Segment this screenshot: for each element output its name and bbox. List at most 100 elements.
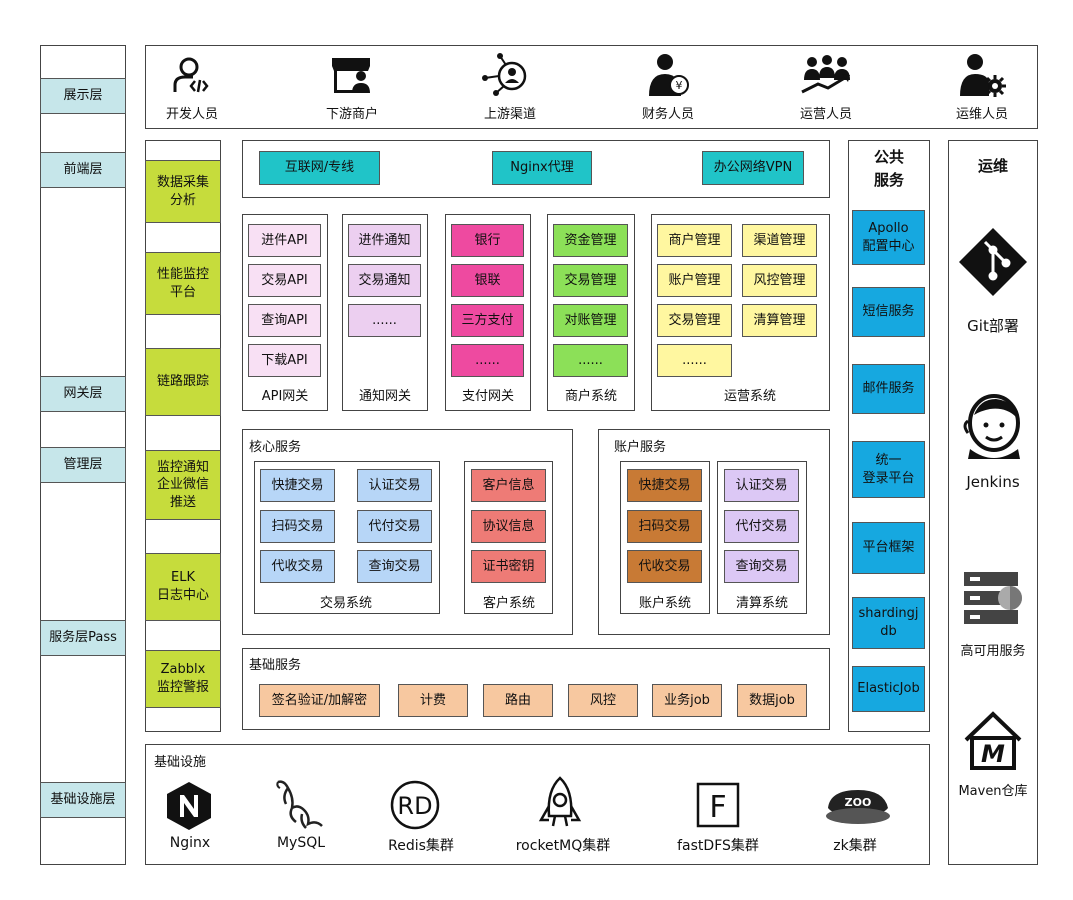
- api-gateway-label: API网关: [261, 389, 309, 404]
- gateway-item: 银行: [451, 224, 524, 257]
- mysql-dolphin-icon: [276, 780, 323, 829]
- data-collection-analysis: 数据采集 分析: [145, 160, 221, 223]
- merchant-item: 对账管理: [553, 304, 628, 337]
- gateway-item: 三方支付: [451, 304, 524, 337]
- high-availability-label: 高可用服务: [960, 644, 1026, 659]
- gateway-item: 下载API: [248, 344, 321, 377]
- git-icon: [959, 228, 1027, 296]
- account-item: 代收交易: [627, 550, 702, 583]
- trade-item: 查询交易: [357, 550, 432, 583]
- git-deploy-label: Git部署: [967, 317, 1019, 335]
- gateway-item: ......: [451, 344, 524, 377]
- merchant-item: ......: [553, 344, 628, 377]
- basic-item: 签名验证/加解密: [259, 684, 380, 717]
- devops-title: 运维: [977, 157, 1008, 175]
- clearing-system-label: 清算系统: [735, 596, 789, 611]
- layer-infrastructure: 基础设施层: [40, 782, 126, 818]
- basic-item: 路由: [483, 684, 553, 717]
- svg-text:ZOO: ZOO: [845, 796, 872, 809]
- monitoring-column: [145, 140, 221, 732]
- internet-leased-line: 互联网/专线: [259, 151, 380, 185]
- account-item: 扫码交易: [627, 510, 702, 543]
- wechat-alert-push: 监控通知 企业微信 推送: [145, 450, 221, 520]
- public-service-item: 统一 登录平台: [852, 441, 925, 498]
- gateway-item: 进件通知: [348, 224, 421, 257]
- infrastructure-title: 基础设施: [154, 755, 207, 770]
- merchant-store-icon: [332, 58, 370, 93]
- developer-label: 开发人员: [165, 107, 219, 122]
- jenkins-icon: [963, 394, 1020, 459]
- mysql-label: MySQL: [276, 835, 326, 851]
- channel-network-icon: [482, 53, 527, 96]
- account-item: 快捷交易: [627, 469, 702, 502]
- clearing-item: 认证交易: [724, 469, 799, 502]
- pay-gateway-label: 支付网关: [461, 389, 515, 404]
- account-system-label: 账户系统: [638, 596, 692, 611]
- customer-system-label: 客户系统: [482, 596, 536, 611]
- persona-row: [145, 45, 1038, 129]
- clearing-item: 查询交易: [724, 550, 799, 583]
- layer-gateway: 网关层: [40, 376, 126, 412]
- zk-cluster-label: zk集群: [833, 838, 877, 854]
- customer-item: 协议信息: [471, 510, 546, 543]
- layer-display: 展示层: [40, 78, 126, 114]
- gateway-item: 进件API: [248, 224, 321, 257]
- gateway-item: 交易通知: [348, 264, 421, 297]
- public-service-item: Apollo 配置中心: [852, 210, 925, 265]
- fastdfs-cluster-label: fastDFS集群: [677, 838, 759, 854]
- rocketmq-cluster-label: rocketMQ集群: [515, 838, 611, 854]
- basic-item: 风控: [568, 684, 638, 717]
- ops-item: ......: [657, 344, 732, 377]
- account-services-title: 账户服务: [614, 440, 667, 455]
- merchant-item: 资金管理: [553, 224, 628, 257]
- operations-team-icon: [801, 55, 850, 94]
- nginx-proxy: Nginx代理: [492, 151, 592, 185]
- zookeeper-icon: ZOO: [826, 790, 890, 824]
- public-service-item: shardingj db: [852, 597, 925, 649]
- customer-item: 客户信息: [471, 469, 546, 502]
- channel-label: 上游渠道: [483, 107, 537, 122]
- office-vpn: 办公网络VPN: [702, 151, 804, 185]
- svg-text:M: M: [981, 740, 1005, 768]
- merchant-label: 下游商户: [325, 107, 379, 122]
- svg-text:¥: ¥: [676, 79, 683, 92]
- layer-frontend: 前端层: [40, 152, 126, 188]
- redis-icon: RD: [390, 780, 440, 830]
- svg-text:RD: RD: [397, 792, 432, 820]
- ops-item: 渠道管理: [742, 224, 817, 257]
- trade-item: 快捷交易: [260, 469, 335, 502]
- zabbix-alarm: Zabblx 监控警报: [145, 650, 221, 708]
- rocketmq-icon: [538, 776, 582, 827]
- public-services-title: 公共 服务: [873, 148, 904, 190]
- gateway-item: 银联: [451, 264, 524, 297]
- trade-item: 代付交易: [357, 510, 432, 543]
- notify-gateway-label: 通知网关: [358, 389, 412, 404]
- nginx-icon: [167, 782, 211, 830]
- ops-item: 账户管理: [657, 264, 732, 297]
- developer-icon: [173, 57, 209, 93]
- basic-item: 业务job: [652, 684, 722, 717]
- svg-text:F: F: [709, 790, 726, 825]
- trace-tracking: 链路跟踪: [145, 348, 221, 416]
- layer-management: 管理层: [40, 447, 126, 483]
- gateway-item: 查询API: [248, 304, 321, 337]
- maintenance-label: 运维人员: [955, 107, 1009, 122]
- redis-cluster-label: Redis集群: [388, 838, 454, 854]
- ops-system-label: 运营系统: [723, 389, 777, 404]
- public-service-item: 邮件服务: [852, 364, 925, 414]
- maven-icon: M: [964, 711, 1022, 770]
- gateway-item: ......: [348, 304, 421, 337]
- merchant-item: 交易管理: [553, 264, 628, 297]
- ops-item: 商户管理: [657, 224, 732, 257]
- basic-item: 计费: [398, 684, 468, 717]
- server-icon: [964, 572, 1022, 624]
- merchant-system-label: 商户系统: [564, 389, 618, 404]
- ops-item: 清算管理: [742, 304, 817, 337]
- operations-label: 运营人员: [799, 107, 853, 122]
- core-services-title: 核心服务: [249, 440, 302, 455]
- public-service-item: 平台框架: [852, 522, 925, 574]
- trade-system-label: 交易系统: [319, 596, 373, 611]
- fastdfs-icon: F: [696, 782, 740, 828]
- finance-label: 财务人员: [641, 107, 695, 122]
- clearing-item: 代付交易: [724, 510, 799, 543]
